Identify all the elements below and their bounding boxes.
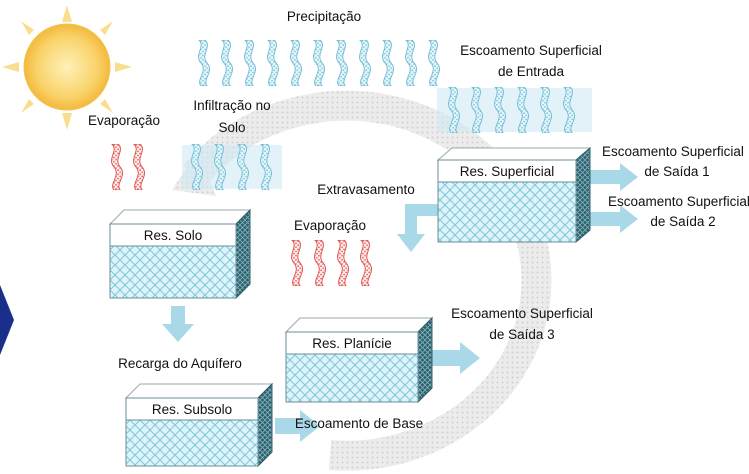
label-escoamento-saida1-2: de Saída 1 xyxy=(644,164,709,179)
navy-shape xyxy=(0,285,14,355)
label-extravasamento: Extravasamento xyxy=(317,182,415,197)
label-escoamento-saida1-1: Escoamento Superficial xyxy=(602,144,744,159)
outflow-1-arrow xyxy=(588,163,638,191)
evaporation-waves-top xyxy=(111,144,146,190)
label-recarga: Recarga do Aquífero xyxy=(118,356,242,371)
label-escoamento-saida2-1: Escoamento Superficial xyxy=(608,194,749,209)
evaporation-waves-mid xyxy=(291,240,373,286)
label-escoamento-saida3-2: de Saída 3 xyxy=(489,327,554,342)
inflow-runoff-waves xyxy=(437,87,592,133)
label-evaporacao-top: Evaporação xyxy=(88,113,160,128)
label-escoamento-base: Escoamento de Base xyxy=(295,416,423,431)
label-escoamento-entrada-1: Escoamento Superficial xyxy=(460,43,602,58)
res-planicie-title: Res. Planície xyxy=(312,336,392,351)
label-evaporacao-mid: Evaporação xyxy=(294,218,366,233)
infiltration-waves xyxy=(182,144,282,190)
label-infiltracao-2: Solo xyxy=(218,120,245,135)
outflow-2-arrow xyxy=(588,205,638,233)
label-escoamento-saida2-2: de Saída 2 xyxy=(650,214,715,229)
recharge-arrow xyxy=(162,306,194,342)
label-precipitacao: Precipitação xyxy=(287,9,361,24)
reservoir-superficial: Res. Superficial xyxy=(436,146,592,244)
res-subsolo-title: Res. Subsolo xyxy=(152,402,232,417)
res-superficial-title: Res. Superficial xyxy=(460,164,555,179)
reservoir-planicie: Res. Planície xyxy=(284,316,434,404)
reservoir-subsolo: Res. Subsolo xyxy=(124,382,274,468)
arrows xyxy=(162,163,638,442)
overflow-arrow xyxy=(397,204,438,252)
baseflow-arrow xyxy=(275,410,320,442)
label-escoamento-entrada-2: de Entrada xyxy=(498,64,565,79)
res-solo-title: Res. Solo xyxy=(144,228,203,243)
label-escoamento-saida3-1: Escoamento Superficial xyxy=(451,306,593,321)
precipitation-waves xyxy=(198,40,441,86)
outflow-3-arrow xyxy=(432,342,480,374)
sun-icon xyxy=(2,5,132,130)
reservoir-solo: Res. Solo xyxy=(108,208,252,300)
label-infiltracao-1: Infiltração no xyxy=(193,98,270,113)
